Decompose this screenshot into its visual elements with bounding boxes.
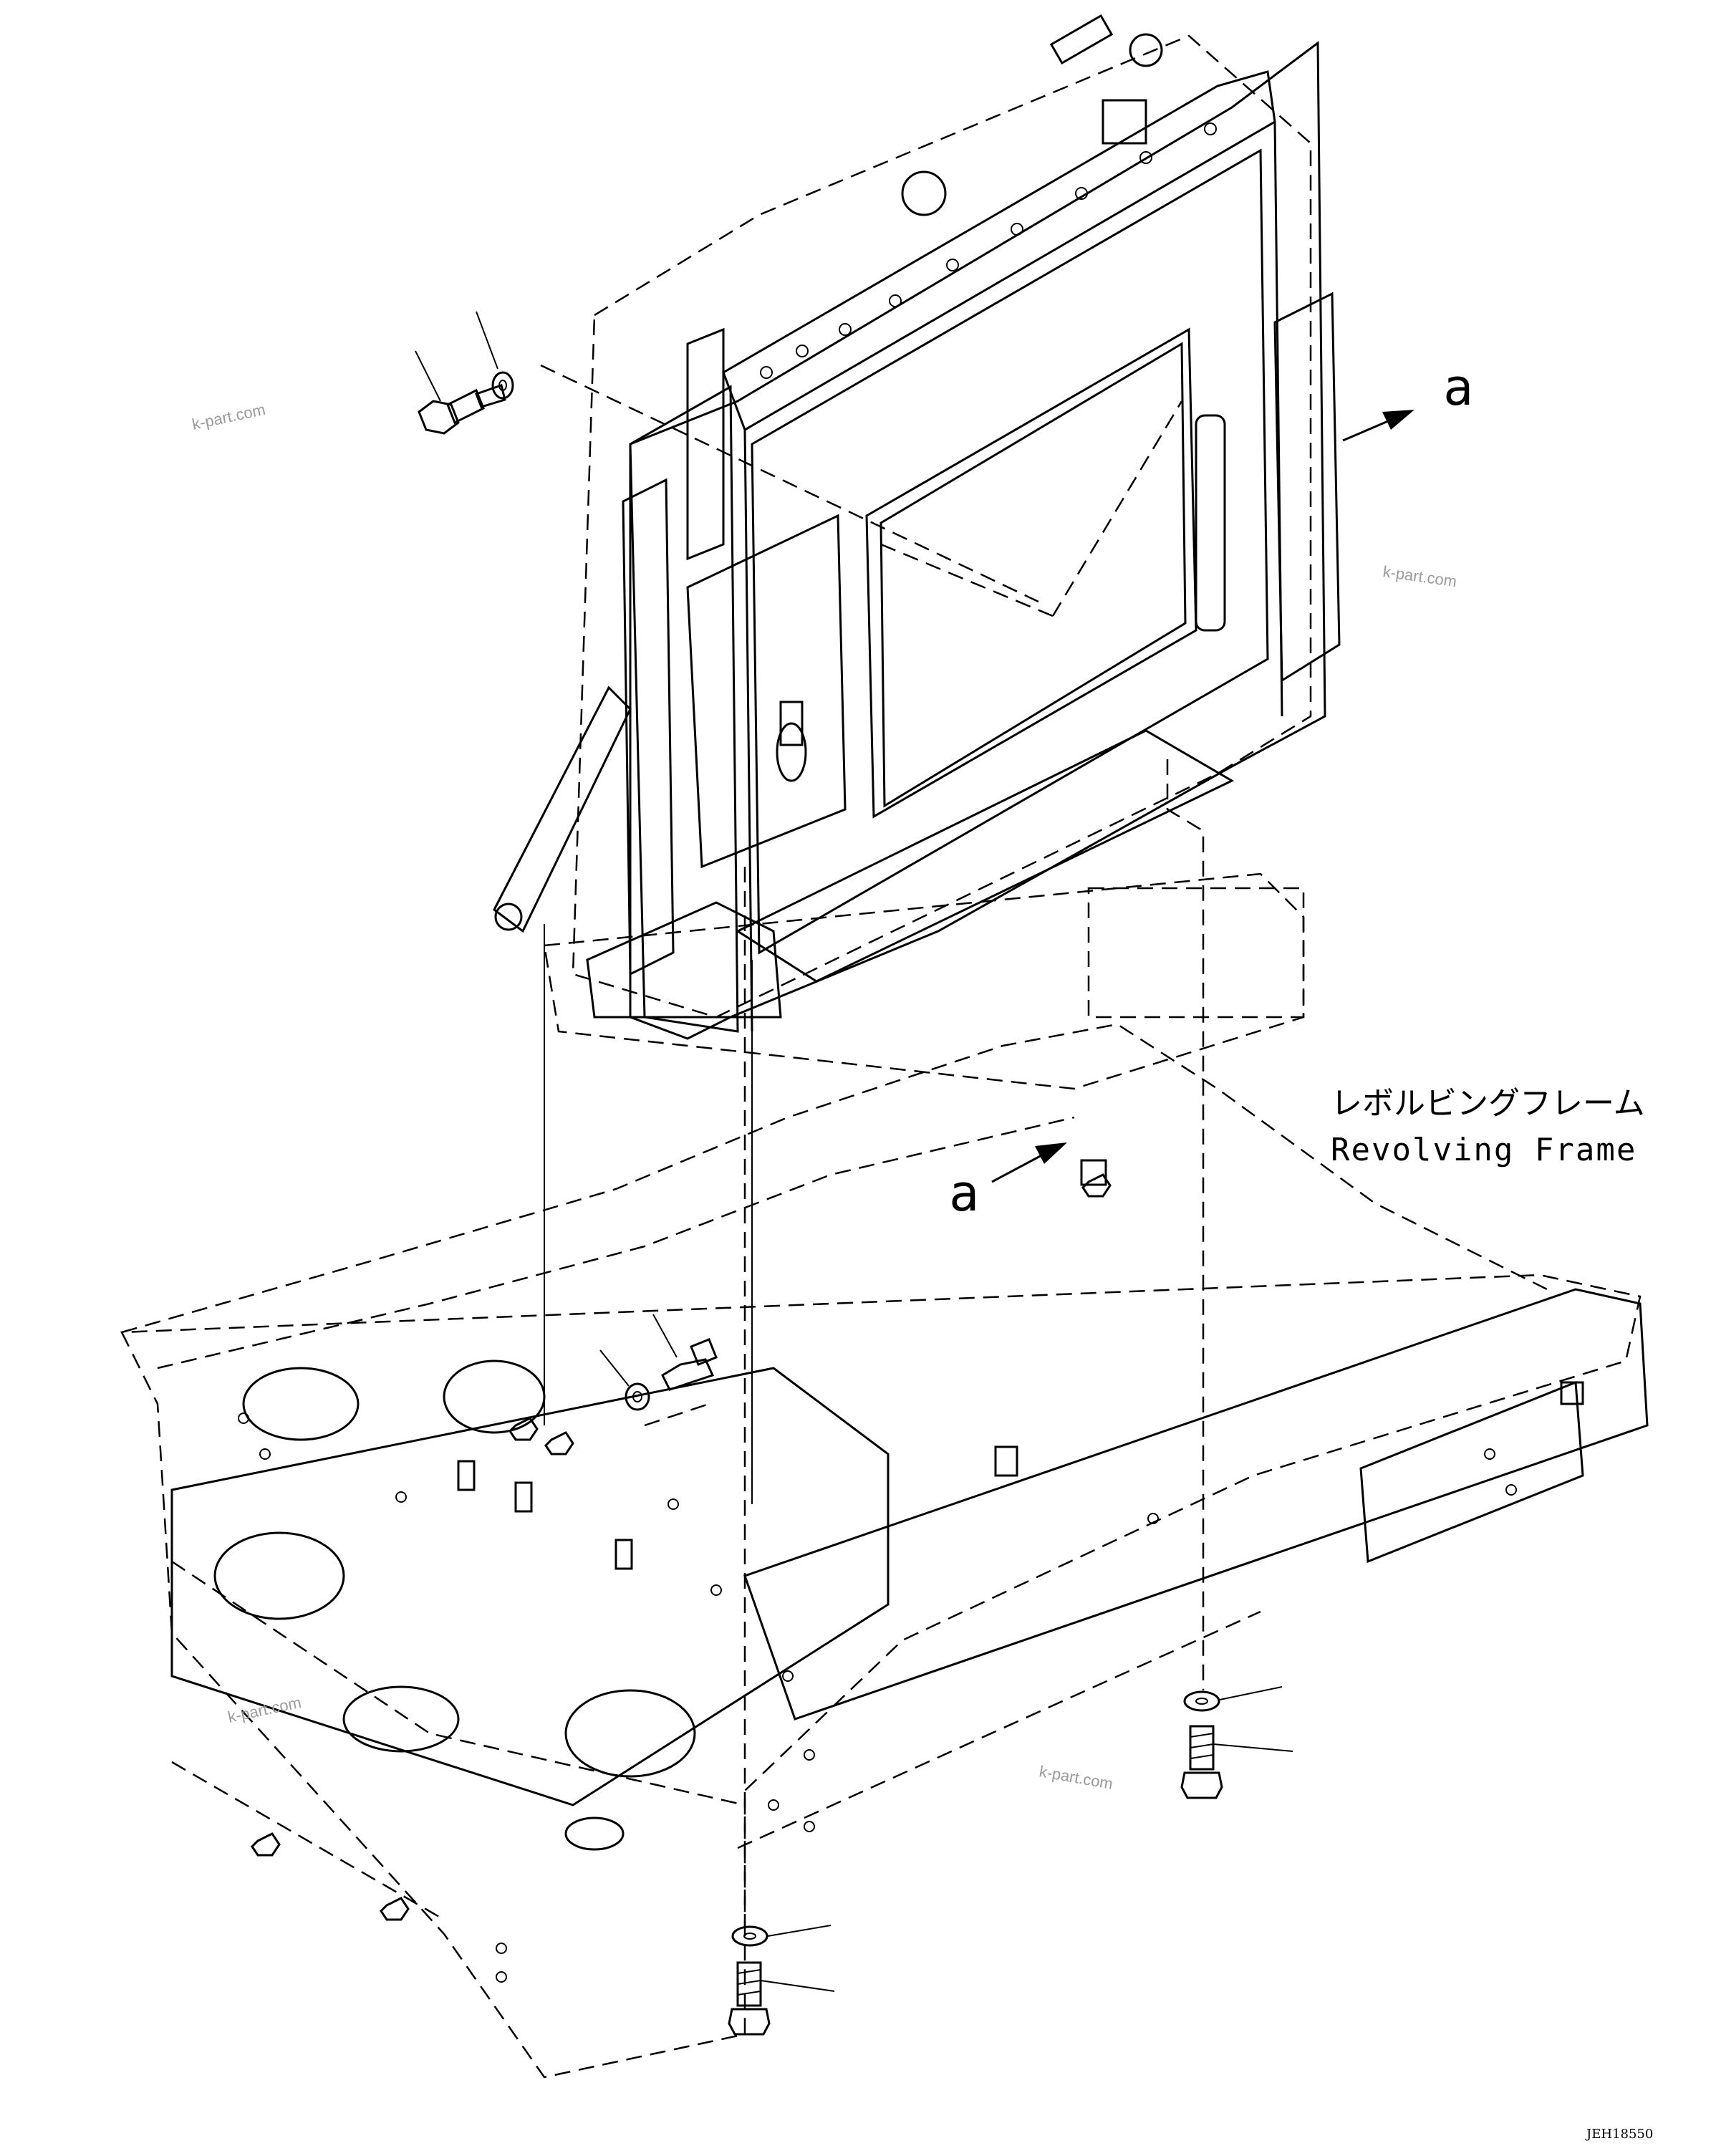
radiator-assembly: [493, 14, 1341, 1040]
drawing-code: JEH18550: [1585, 2127, 1653, 2142]
bolt-lower-right: [1180, 1725, 1293, 1799]
bolt-middle: [652, 1314, 718, 1391]
view-label-a-middle: a: [949, 1164, 979, 1223]
watermark-2: k-part.com: [1382, 562, 1457, 590]
view-label-a-top: a: [1443, 358, 1473, 417]
bolt-top-left: [415, 350, 506, 435]
alignment-lines: [540, 364, 1205, 1927]
frame-holes: [238, 1413, 1517, 1983]
frame-label-japanese: レボルビングフレーム: [1331, 1085, 1645, 1122]
watermark-4: k-part.com: [1038, 1762, 1114, 1793]
watermark-1: k-part.com: [191, 400, 267, 433]
top-rail-bolts: [760, 122, 1217, 379]
washer-middle: [599, 1349, 650, 1411]
view-arrow-a-middle: [991, 1142, 1067, 1183]
washer-lower-right: [1183, 1686, 1283, 1712]
revolving-frame: [120, 872, 1649, 2079]
bolt-lower-left: [728, 1961, 835, 2036]
washer-lower-left: [731, 1925, 832, 1947]
view-arrow-a-top: [1342, 410, 1414, 442]
frame-label-english: Revolving Frame: [1331, 1132, 1637, 1168]
washer-top-left: [476, 311, 514, 400]
